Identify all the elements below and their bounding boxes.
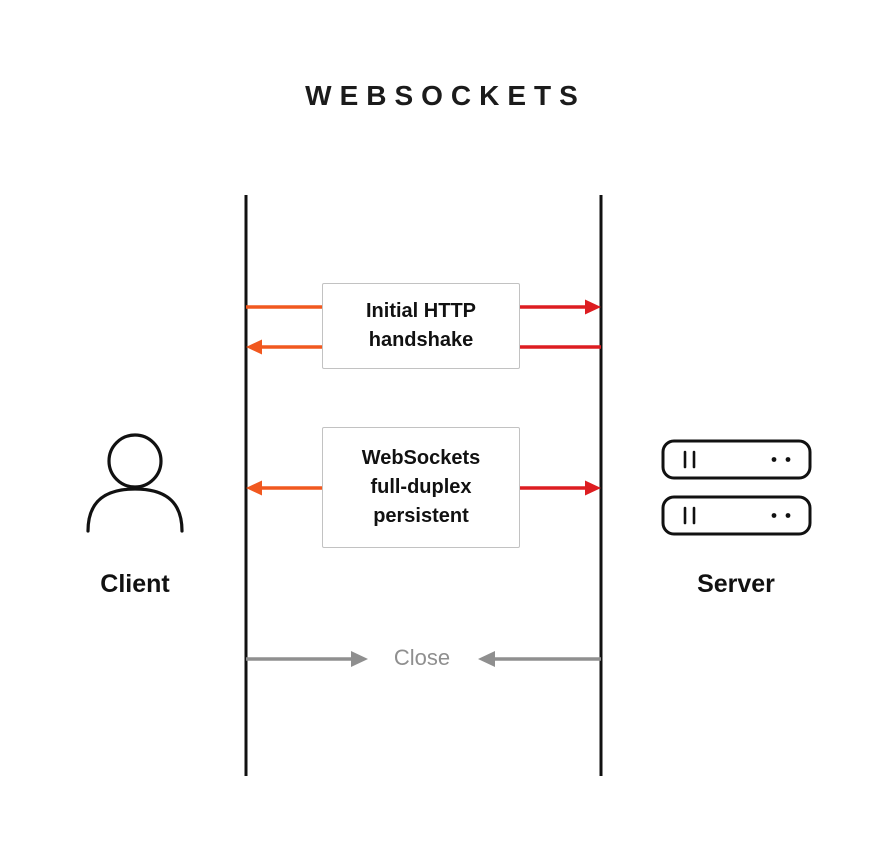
arrowhead-left-icon bbox=[478, 651, 495, 667]
arrowhead-right-icon bbox=[585, 480, 601, 496]
handshake-response-arrow bbox=[246, 339, 601, 355]
close-left-arrow bbox=[246, 651, 368, 667]
server-pause-marks-icon bbox=[683, 450, 696, 525]
fullduplex-box-label: WebSockets full-duplex persistent bbox=[361, 447, 481, 527]
client-label: Client bbox=[100, 570, 170, 598]
server-label: Server bbox=[697, 570, 775, 598]
server-led-dots-icon bbox=[771, 457, 791, 518]
arrowhead-right-icon bbox=[351, 651, 368, 667]
handshake-box: Initial HTTP handshake bbox=[322, 283, 520, 369]
server-stack-icon bbox=[661, 439, 812, 536]
arrowhead-right-icon bbox=[585, 299, 601, 315]
arrowhead-left-icon bbox=[246, 480, 262, 496]
close-right-arrow bbox=[478, 651, 601, 667]
close-label: Close bbox=[393, 645, 451, 670]
fullduplex-left-arrow bbox=[246, 480, 322, 496]
fullduplex-box: WebSockets full-duplex persistent bbox=[322, 427, 520, 548]
arrowhead-left-icon bbox=[246, 339, 262, 355]
fullduplex-right-arrow bbox=[520, 480, 601, 496]
diagram-title: WEBSOCKETS bbox=[305, 80, 586, 111]
handshake-request-arrow bbox=[246, 299, 601, 315]
client-person-icon bbox=[86, 433, 184, 533]
handshake-box-label: Initial HTTP handshake bbox=[366, 300, 476, 351]
